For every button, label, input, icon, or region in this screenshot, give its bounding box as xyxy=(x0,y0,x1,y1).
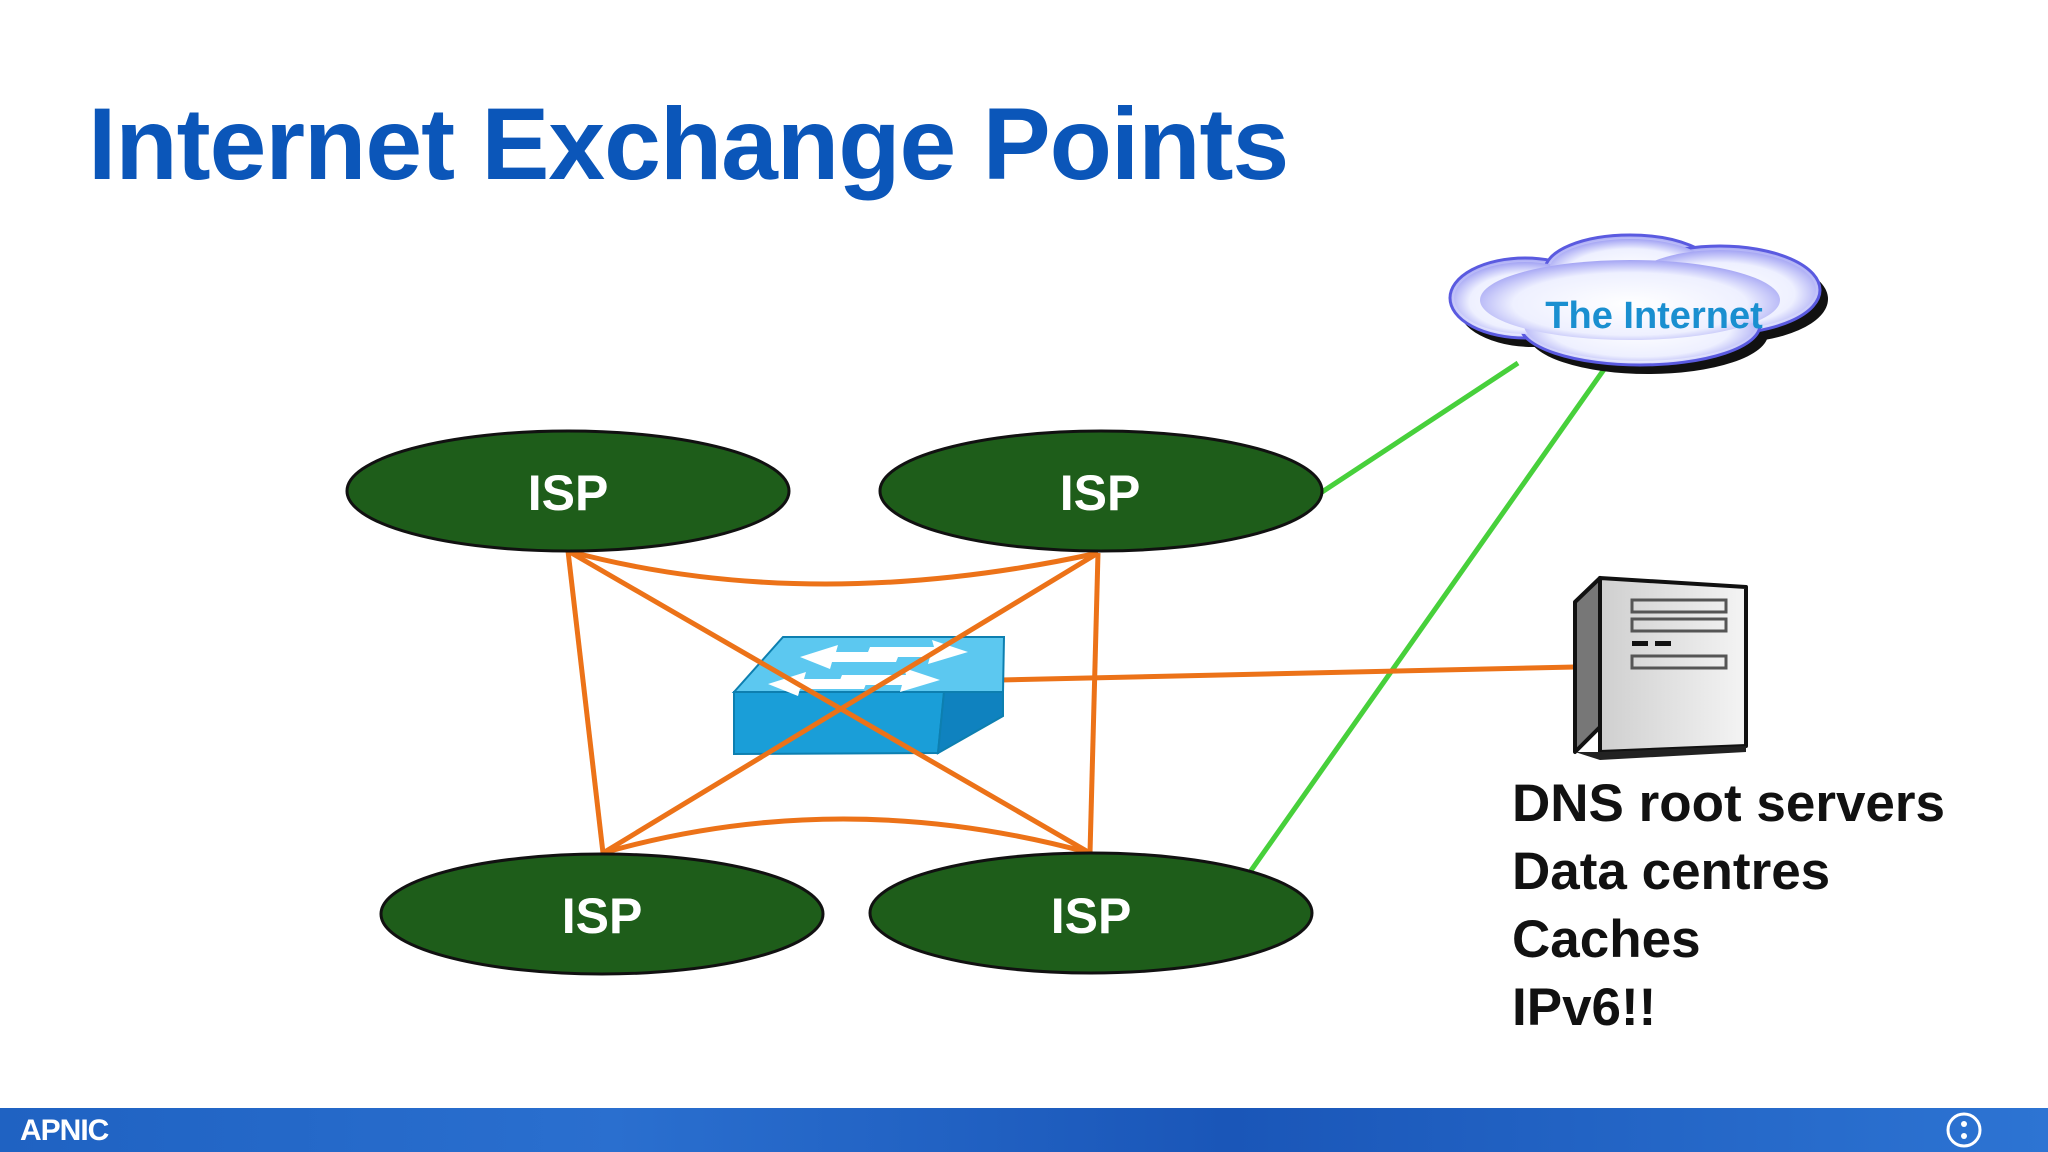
apnic-logo: APNIC xyxy=(20,1114,109,1147)
footer-bar: APNIC xyxy=(0,1108,2048,1152)
link-cross-1 xyxy=(566,548,1092,856)
isp-label: ISP xyxy=(562,888,643,944)
slide-title: Internet Exchange Points xyxy=(88,87,1289,201)
isp-node-bottom-left: ISP xyxy=(379,852,825,976)
link-bottom-arc xyxy=(602,816,1091,856)
cloud-icon xyxy=(1448,233,1828,374)
partner-logo-icon xyxy=(1946,1112,1982,1148)
link-isp-top-right-to-internet xyxy=(1320,360,1520,495)
server-icon xyxy=(1573,576,1748,760)
resource-item: Caches xyxy=(1512,910,1701,969)
link-top-arc xyxy=(567,548,1099,587)
isp-label: ISP xyxy=(1051,888,1132,944)
link-switch-to-server xyxy=(999,664,1576,683)
isp-node-top-right: ISP xyxy=(878,429,1324,553)
isp-label: ISP xyxy=(528,465,609,521)
resource-item: DNS root servers xyxy=(1512,774,1946,833)
resource-item: Data centres xyxy=(1512,842,1831,901)
isp-node-bottom-right: ISP xyxy=(868,851,1314,975)
link-cross-2 xyxy=(601,550,1100,856)
resource-item: IPv6!! xyxy=(1512,978,1657,1037)
exchange-links xyxy=(565,548,1576,856)
ixp-resources-list: DNS root servers Data centres Caches IPv… xyxy=(1512,770,1945,1042)
switch-icon xyxy=(731,636,1006,756)
link-left-side xyxy=(565,550,606,854)
isp-node-top-left: ISP xyxy=(345,429,791,553)
internet-cloud-label: The Internet xyxy=(1545,295,1763,337)
isp-label: ISP xyxy=(1060,465,1141,521)
internet-links xyxy=(1247,360,1608,874)
link-right-side xyxy=(1087,552,1101,854)
cross-links xyxy=(566,548,1100,856)
link-isp-bottom-right-to-internet xyxy=(1247,366,1608,874)
